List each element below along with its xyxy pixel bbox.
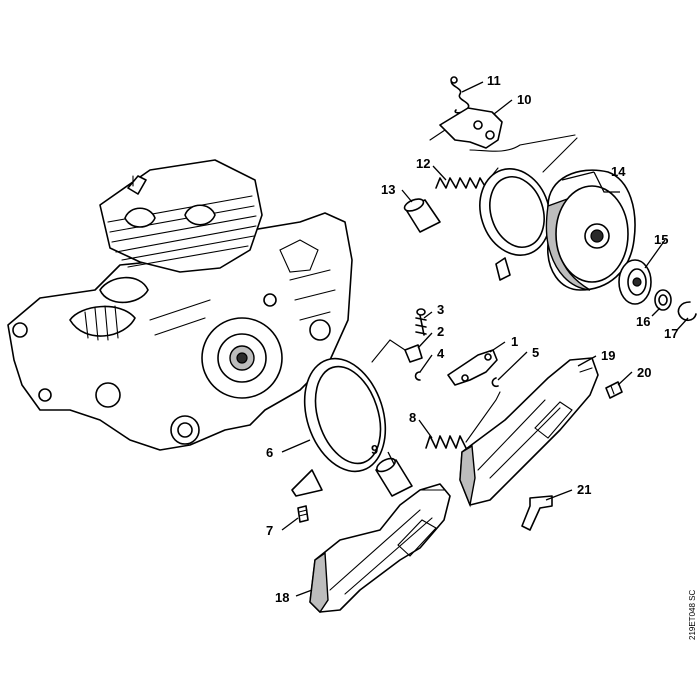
callout-3: 3 [437,302,444,317]
drawing-code: 219ET048 SC [688,590,697,640]
engine-assembly [7,159,353,451]
spring-8 [425,435,467,449]
clip-21 [521,495,553,531]
e-clip-17 [677,301,697,322]
callout-19: 19 [601,348,615,363]
callout-4: 4 [437,346,445,361]
callout-12: 12 [416,156,430,171]
callout-2: 2 [437,324,444,339]
lever-10 [439,107,503,149]
callout-1: 1 [511,334,518,349]
hand-guard-19 [459,357,599,508]
callout-11: 11 [487,73,501,88]
callout-10: 10 [517,92,531,107]
bushing-2 [404,344,423,363]
callout-6: 6 [266,445,273,460]
upper-brake-assembly [403,76,697,322]
brake-band-6 [291,339,406,497]
clip-5 [491,377,499,388]
screw-20 [605,381,623,399]
clip-4 [414,371,421,381]
callout-8: 8 [409,410,416,425]
screw-7 [297,505,309,523]
clutch-drum [545,169,636,291]
brake-band-14 [479,137,578,281]
lower-brake-assembly [291,308,501,523]
callout-7: 7 [266,523,273,538]
callout-13: 13 [381,182,395,197]
callout-17: 17 [664,326,678,341]
callout-9: 9 [371,442,378,457]
callout-15: 15 [654,232,668,247]
spring-12 [435,177,487,189]
callout-20: 20 [637,365,651,380]
callout-14: 14 [611,164,626,179]
callout-18: 18 [275,590,289,605]
hand-guard-18 [309,483,451,614]
callout-5: 5 [532,345,539,360]
callout-16: 16 [636,314,650,329]
spring-11 [450,79,470,114]
callout-labels: 1 2 3 4 5 6 7 8 9 10 11 12 13 14 15 16 1… [266,73,678,605]
leader-lines [281,81,689,597]
hand-guards [309,357,623,614]
rim-sprocket-15 [618,259,652,305]
spring-3 [415,314,427,336]
callout-21: 21 [577,482,591,497]
